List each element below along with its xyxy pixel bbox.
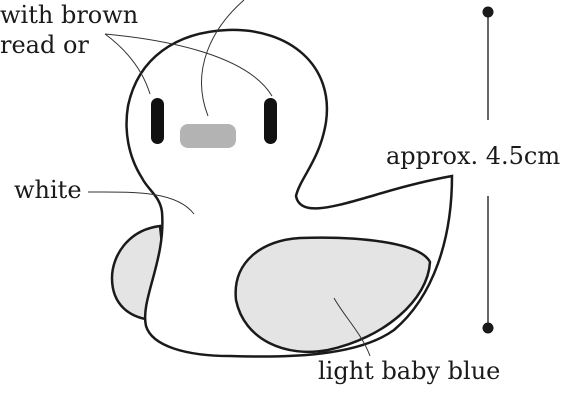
right-eye	[264, 98, 277, 144]
size-label: approx. 4.5cm	[386, 142, 561, 170]
size-dot-top	[482, 6, 494, 18]
blue-leader-line	[333, 297, 371, 357]
front-wing	[234, 236, 432, 354]
left-eye	[151, 98, 164, 144]
beak	[180, 124, 236, 148]
body-color-label: white	[14, 176, 82, 204]
eye-leader-line-left	[104, 33, 151, 95]
eye-leader-line-right	[104, 33, 273, 97]
eyes-note-line1: with brown	[0, 1, 139, 29]
beak-leader-line	[201, 0, 245, 117]
wing-color-label: light baby blue	[318, 357, 501, 385]
eyes-note-line2: read or	[0, 31, 89, 59]
size-dot-bottom	[482, 322, 494, 334]
white-leader-line	[87, 191, 195, 215]
